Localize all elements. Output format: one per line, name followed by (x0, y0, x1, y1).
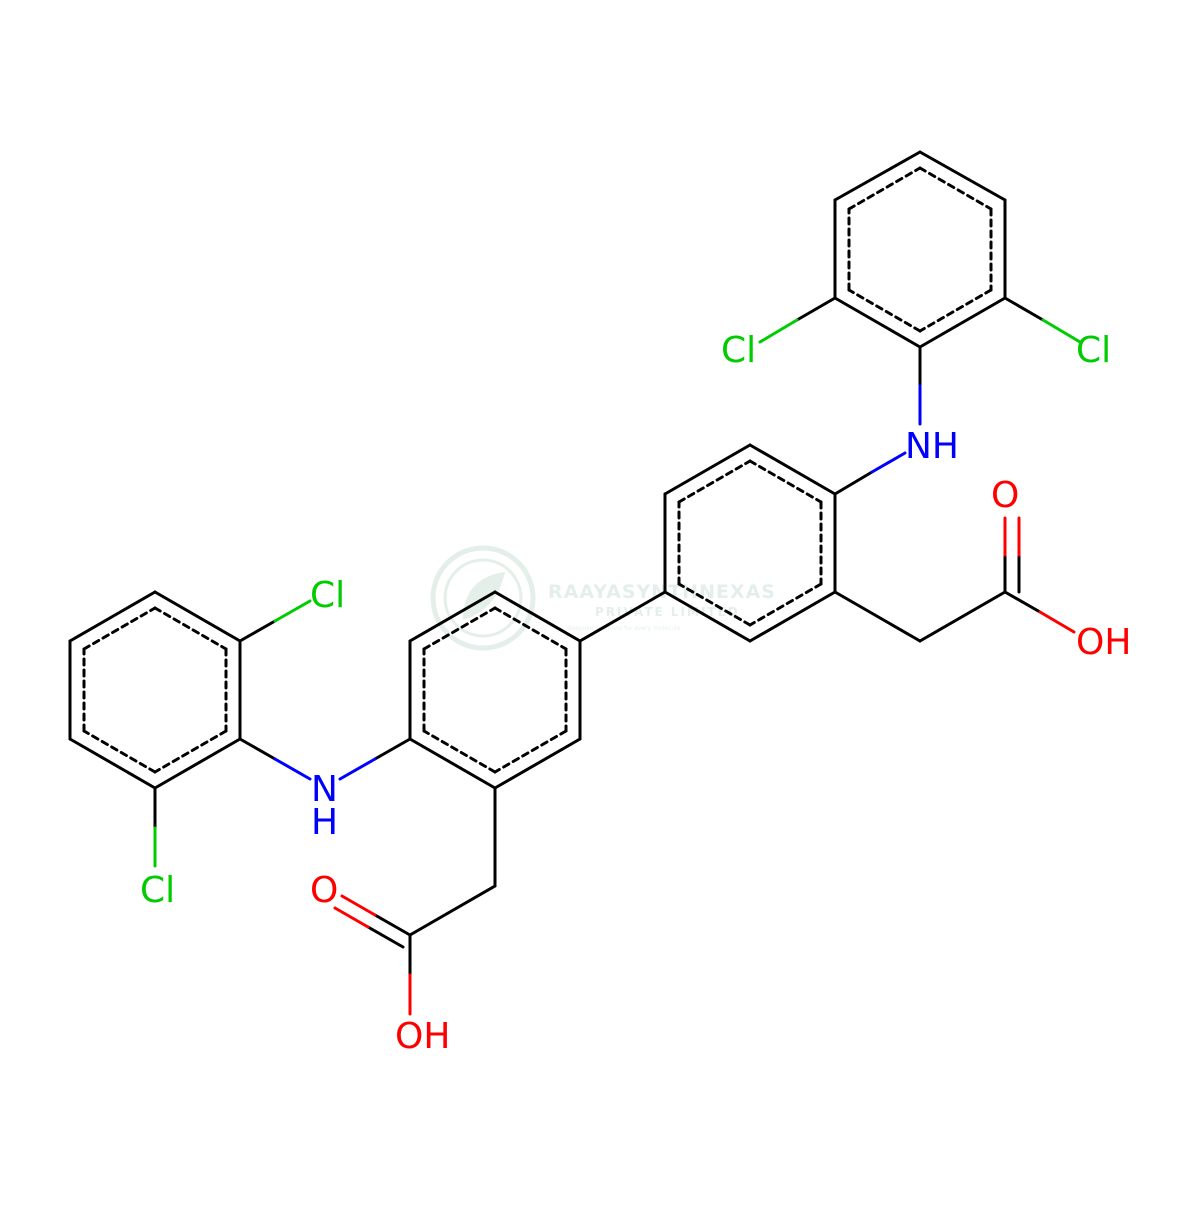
bonds (68, 150, 1021, 977)
watermark-name: RAAYASYNTHNEXAS (548, 581, 776, 603)
bond-n (870, 451, 907, 474)
bond (493, 590, 582, 643)
bond-o (333, 906, 370, 929)
atom-cl-left-top: Cl (310, 575, 345, 616)
bond (68, 737, 157, 790)
bond (153, 737, 242, 790)
atom-nh-top: NH (905, 426, 959, 467)
bond (68, 590, 157, 643)
bond (918, 296, 1007, 349)
bond-cl (758, 318, 799, 344)
bond-cl (1041, 318, 1082, 344)
atom-oh-left: OH (395, 1016, 450, 1057)
bond-n (373, 737, 412, 761)
watermark-subtitle: PRIVATE LIMITED (595, 605, 740, 619)
atom-o-right: O (991, 475, 1019, 516)
bond-n (273, 757, 312, 781)
bond (408, 884, 497, 937)
bond-n (338, 757, 377, 781)
aromatic-ring-top (847, 166, 993, 333)
bond-cl (795, 296, 837, 322)
atom-labels: Cl Cl NH O OH Cl Cl N H O OH (140, 330, 1131, 1057)
aromatic-ring-right (677, 459, 823, 627)
atom-cl-top-left: Cl (721, 330, 756, 371)
bond (373, 913, 412, 937)
bond (918, 590, 1007, 643)
bond (748, 443, 837, 496)
bond (918, 150, 1007, 202)
bond (663, 443, 752, 496)
bond-n (238, 737, 277, 761)
atom-n-left: N (311, 769, 338, 810)
bond-cl (238, 619, 277, 643)
atom-h-left: H (311, 802, 338, 843)
bond (833, 150, 922, 202)
bond (366, 925, 405, 949)
bond-oh (1003, 590, 1042, 614)
bond-n (833, 470, 874, 496)
bond (493, 737, 582, 790)
bond (153, 590, 242, 643)
atom-cl-left-bottom: Cl (140, 870, 175, 911)
bond-cl (1003, 296, 1045, 322)
bond (833, 590, 922, 643)
bond (748, 590, 837, 643)
aromatic-ring-left (82, 606, 228, 774)
bond-cl (273, 599, 312, 623)
watermark-tagline: Bespoke solutions for every molecule (568, 625, 681, 632)
watermark-logo-inner (443, 558, 523, 638)
bond (408, 737, 497, 790)
bond-oh (1038, 610, 1076, 634)
bonds-colored (153, 296, 1082, 1016)
bond (833, 296, 922, 349)
bond (578, 590, 667, 643)
atom-cl-top-right: Cl (1076, 330, 1111, 371)
atom-o-left: O (310, 870, 338, 911)
watermark-leaf-icon (463, 572, 505, 620)
watermark: RAAYASYNTHNEXAS PRIVATE LIMITED Bespoke … (430, 545, 776, 651)
aromatic-ring-center-left (422, 606, 568, 774)
bond (408, 590, 497, 643)
atom-oh-right: OH (1076, 622, 1131, 663)
bond-o (340, 894, 377, 917)
watermark-logo-icon (430, 545, 536, 651)
bond (663, 590, 752, 643)
